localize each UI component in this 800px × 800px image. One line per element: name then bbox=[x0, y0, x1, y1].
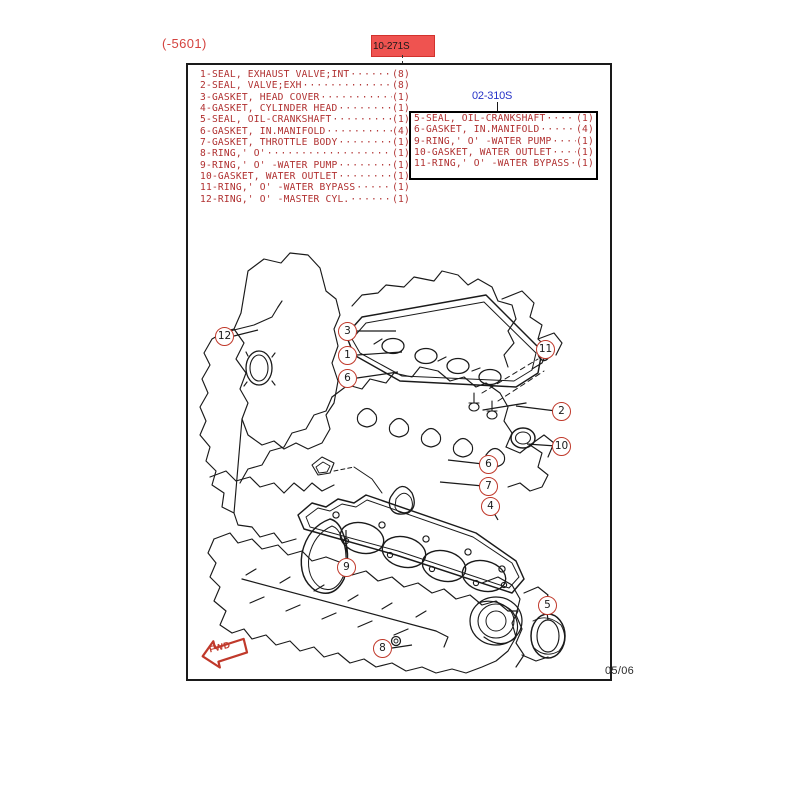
leader-dots: ······························· bbox=[338, 137, 392, 149]
leader-dots: ······························· bbox=[302, 80, 392, 92]
part-name: 10-GASKET, WATER OUTLET bbox=[414, 147, 552, 159]
parts-list-row: 11-RING,' O' -WATER BYPASS ·············… bbox=[200, 182, 410, 193]
callout-6-manifold[interactable]: 6 bbox=[479, 455, 498, 474]
callout-2[interactable]: 2 bbox=[552, 402, 571, 421]
part-name: 5-SEAL, OIL-CRANKSHAFT bbox=[414, 113, 546, 124]
leader-dots: ······························· bbox=[320, 91, 393, 103]
leader-dots: ························ bbox=[540, 124, 577, 136]
part-qty: (1) bbox=[392, 114, 410, 126]
part-qty: (1) bbox=[392, 182, 410, 194]
leader-dots: ······························· bbox=[266, 148, 392, 160]
part-qty: (1) bbox=[392, 148, 410, 160]
parts-list-row: 1-SEAL, EXHAUST VALVE;INT ··············… bbox=[200, 69, 410, 80]
parts-list-row: 8-RING,' O' ····························… bbox=[200, 148, 410, 159]
part-qty: (1) bbox=[576, 147, 594, 159]
parts-list-row: 3-GASKET, HEAD COVER ···················… bbox=[200, 92, 410, 103]
part-qty: (1) bbox=[392, 159, 410, 171]
sub-reference-leader-line bbox=[497, 102, 498, 112]
leader-dots: ······························· bbox=[332, 114, 392, 126]
leader-dots: ······························· bbox=[350, 193, 392, 205]
part-qty: (1) bbox=[392, 103, 410, 115]
part-name: 11-RING,' O' -WATER BYPASS bbox=[200, 182, 356, 194]
part-name: 11-RING,' O' -WATER BYPASS bbox=[414, 158, 570, 170]
callout-5[interactable]: 5 bbox=[538, 596, 557, 615]
callout-6-head[interactable]: 6 bbox=[338, 369, 357, 388]
sub-parts-list-row: 5-SEAL, OIL-CRANKSHAFT ·················… bbox=[414, 113, 594, 124]
leader-dots: ······························· bbox=[326, 125, 393, 137]
sub-reference-label: 02-310S bbox=[472, 90, 513, 102]
sub-parts-list-row: 6-GASKET, IN.MANIFOLD ··················… bbox=[414, 124, 594, 135]
callout-8[interactable]: 8 bbox=[373, 639, 392, 658]
leader-dots: ························ bbox=[546, 113, 576, 124]
part-name: 6-GASKET, IN.MANIFOLD bbox=[200, 125, 326, 137]
fwd-direction-arrow bbox=[201, 637, 249, 669]
part-qty: (1) bbox=[392, 137, 410, 149]
callout-4[interactable]: 4 bbox=[481, 497, 500, 516]
parts-list-row: 7-GASKET, THROTTLE BODY ················… bbox=[200, 137, 410, 148]
part-name: 2-SEAL, VALVE;EXH bbox=[200, 80, 302, 92]
parts-list-row: 4-GASKET, CYLINDER HEAD ················… bbox=[200, 103, 410, 114]
part-qty: (1) bbox=[392, 171, 410, 183]
sub-parts-list-row: 11-RING,' O' -WATER BYPASS ·············… bbox=[414, 158, 594, 169]
part-name: 5-SEAL, OIL-CRANKSHAFT bbox=[200, 114, 332, 126]
parts-list-row: 9-RING,' O' -WATER PUMP ················… bbox=[200, 160, 410, 171]
leader-dots: ······························· bbox=[350, 69, 392, 80]
part-qty: (8) bbox=[392, 80, 410, 92]
part-name: 12-RING,' O' -MASTER CYL. bbox=[200, 193, 350, 205]
part-name: 8-RING,' O' bbox=[200, 148, 266, 160]
part-name: 6-GASKET, IN.MANIFOLD bbox=[414, 124, 540, 136]
leader-dots: ······························· bbox=[338, 171, 392, 183]
reference-tag-label: 10-271S bbox=[373, 41, 410, 52]
parts-list-row: 5-SEAL, OIL-CRANKSHAFT ·················… bbox=[200, 114, 410, 125]
secondary-parts-list: 5-SEAL, OIL-CRANKSHAFT ·················… bbox=[414, 113, 594, 170]
leader-dots: ······························· bbox=[338, 159, 392, 171]
leader-dots: ······························· bbox=[356, 182, 392, 194]
part-name: 1-SEAL, EXHAUST VALVE;INT bbox=[200, 69, 350, 80]
sub-parts-list-row: 10-GASKET, WATER OUTLET ················… bbox=[414, 147, 594, 158]
parts-list-row: 12-RING,' O' -MASTER CYL. ··············… bbox=[200, 194, 410, 205]
leader-dots: ······························· bbox=[338, 103, 392, 115]
primary-parts-list: 1-SEAL, EXHAUST VALVE;INT ··············… bbox=[200, 69, 410, 205]
revision-code: (-5601) bbox=[162, 36, 207, 51]
callout-12[interactable]: 12 bbox=[215, 327, 234, 346]
part-name: 9-RING,' O' -WATER PUMP bbox=[414, 135, 552, 147]
callout-10[interactable]: 10 bbox=[552, 437, 571, 456]
callout-1[interactable]: 1 bbox=[338, 346, 357, 365]
part-name: 7-GASKET, THROTTLE BODY bbox=[200, 137, 338, 149]
date-stamp: 05/06 bbox=[605, 665, 635, 677]
part-qty: (1) bbox=[392, 193, 410, 205]
part-name: 9-RING,' O' -WATER PUMP bbox=[200, 159, 338, 171]
leader-dots: ························ bbox=[552, 135, 576, 147]
reference-tag-leader-line bbox=[402, 55, 403, 64]
callout-9[interactable]: 9 bbox=[337, 558, 356, 577]
parts-list-row: 6-GASKET, IN.MANIFOLD ··················… bbox=[200, 126, 410, 137]
callout-7[interactable]: 7 bbox=[479, 477, 498, 496]
part-qty: (1) bbox=[576, 135, 594, 147]
part-name: 3-GASKET, HEAD COVER bbox=[200, 91, 320, 103]
callout-11[interactable]: 11 bbox=[536, 340, 555, 359]
reference-tag-highlight[interactable] bbox=[371, 35, 435, 57]
part-name: 4-GASKET, CYLINDER HEAD bbox=[200, 103, 338, 115]
part-qty: (8) bbox=[392, 69, 410, 80]
part-qty: (4) bbox=[392, 125, 410, 137]
sub-parts-list-row: 9-RING,' O' -WATER PUMP ················… bbox=[414, 136, 594, 147]
leader-dots: ························ bbox=[569, 158, 576, 169]
callout-3[interactable]: 3 bbox=[338, 322, 357, 341]
parts-list-row: 10-GASKET, WATER OUTLET ················… bbox=[200, 171, 410, 182]
part-qty: (1) bbox=[576, 113, 594, 124]
parts-list-row: 2-SEAL, VALVE;EXH ······················… bbox=[200, 80, 410, 91]
part-qty: (1) bbox=[576, 158, 594, 170]
part-qty: (4) bbox=[576, 124, 594, 136]
leader-dots: ························ bbox=[552, 147, 576, 159]
part-name: 10-GASKET, WATER OUTLET bbox=[200, 171, 338, 183]
part-qty: (1) bbox=[392, 91, 410, 103]
sub-parts-list-box bbox=[409, 111, 598, 180]
